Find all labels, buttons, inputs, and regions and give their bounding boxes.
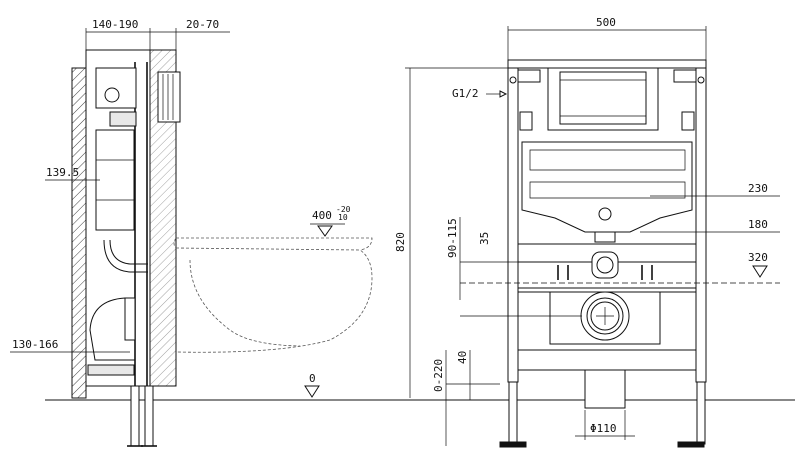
dim-total-height: 820 bbox=[394, 232, 407, 252]
water-connection bbox=[591, 251, 619, 279]
front-view: 500 bbox=[394, 16, 780, 448]
dim-pipe-height: 139.5 bbox=[46, 166, 79, 179]
dim-frame-width: 500 bbox=[596, 16, 616, 29]
zero-level-marker: 0 bbox=[304, 372, 320, 398]
wall-hatch bbox=[71, 67, 87, 399]
dim-35: 35 bbox=[478, 232, 491, 245]
dim-zero-level: 0 bbox=[309, 372, 316, 385]
flush-plate-front bbox=[559, 71, 647, 125]
label-g-half: G1/2 bbox=[452, 87, 479, 100]
dim-40: 40 bbox=[456, 351, 469, 364]
dim-button-depth: 20-70 bbox=[186, 18, 219, 31]
dim-pipe-diameter: Φ110 bbox=[590, 422, 617, 435]
dim-wall-depth: 140-190 bbox=[92, 18, 138, 31]
inlet-valve bbox=[104, 87, 120, 103]
side-view: 140-190 20-70 139.5 130-166 bbox=[10, 18, 230, 447]
dim-90-115: 90-115 bbox=[446, 218, 459, 258]
bowl-height-marker: 400 -20 10 bbox=[310, 205, 351, 237]
water-pipe bbox=[103, 239, 148, 273]
left-upright bbox=[507, 59, 519, 383]
dim-180: 180 bbox=[748, 218, 768, 231]
right-upright bbox=[695, 59, 707, 383]
dim-bowl-tol-upper: -20 bbox=[336, 205, 351, 214]
dim-drain-offset: 130-166 bbox=[12, 338, 58, 351]
dim-0-220: 0-220 bbox=[432, 359, 445, 392]
cistern-body bbox=[95, 129, 135, 231]
left-leg bbox=[130, 385, 140, 447]
waste-pipe bbox=[584, 369, 626, 409]
toilet-bowl bbox=[173, 237, 373, 353]
dim-230: 230 bbox=[748, 182, 768, 195]
dim-320: 320 bbox=[748, 251, 768, 264]
cistern-front bbox=[521, 141, 693, 233]
dim-bowl-tol-lower: 10 bbox=[338, 213, 348, 222]
flush-button-side bbox=[157, 71, 181, 123]
dim-bowl-height: 400 bbox=[312, 209, 332, 222]
